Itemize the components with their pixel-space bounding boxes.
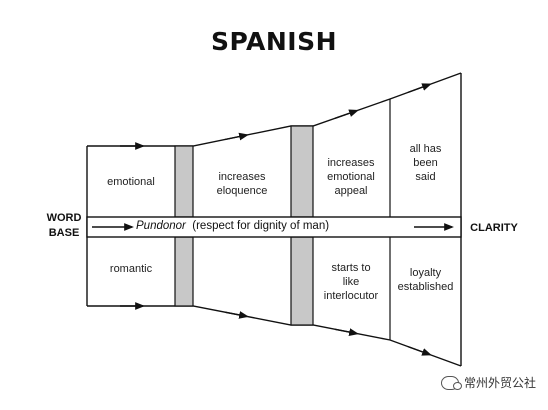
diagram-title: SPANISH [210,27,338,56]
upper-arrow-3 [334,109,359,119]
upper-cell-2-line-2: eloquence [216,185,268,197]
upper-arrow-4 [407,83,432,94]
lower-arrow-3 [334,328,359,336]
lower-cell-1-line-1: romantic [109,263,153,275]
lower-cell-3-line-2: like [342,276,360,288]
grey-pillar-2-upper [290,125,314,218]
upper-cell-1: emotional [90,175,172,189]
grey-pillar-2-lower [290,236,314,326]
upper-cell-3-line-3: appeal [334,185,368,197]
upper-cell-3-line-2: emotional [327,171,375,183]
wechat-icon [440,375,462,390]
upper-cell-2: increases eloquence [196,170,288,198]
watermark: 常州外贸公社 [440,374,536,391]
upper-arrow-2 [224,132,249,141]
upper-cell-4-line-2: been [413,157,438,169]
pundonor-term: Pundonor [136,220,186,232]
upper-cell-4-line-1: all has [409,143,442,155]
lower-cell-3-line-1: starts to [331,262,371,274]
lower-cell-3-line-3: interlocutor [323,290,379,302]
upper-cell-3: increases emotional appeal [314,156,388,198]
center-bar-text: Pundonor (respect for dignity of man) [136,220,329,232]
grey-pillar-1-upper [174,145,194,218]
lower-cell-1: romantic [90,262,172,276]
upper-cell-4: all has been said [392,142,459,184]
lower-outline [87,305,462,367]
upper-cell-3-line-1: increases [327,157,375,169]
lower-arrow-4 [407,345,432,356]
watermark-text: 常州外贸公社 [463,376,536,390]
upper-cell-1-line-1: emotional [107,176,155,188]
left-label-line-2: BASE [48,227,80,239]
lower-cell-4-line-1: loyalty [409,267,442,279]
lower-arrow-2 [224,311,249,319]
grey-pillar-1-lower [174,236,194,307]
pundonor-description: (respect for dignity of man) [192,220,330,232]
lower-cell-3: starts to like interlocutor [314,261,388,303]
lower-cell-4: loyalty established [392,266,459,294]
upper-cell-2-line-1: increases [218,171,266,183]
upper-outline [87,72,462,147]
lower-cell-4-line-2: established [397,281,454,293]
word-base-label: WORD BASE [44,211,84,241]
center-bar [86,216,462,238]
left-label-line-1: WORD [46,212,82,224]
upper-cell-4-line-3: said [415,171,436,183]
clarity-label: CLARITY [470,222,518,234]
